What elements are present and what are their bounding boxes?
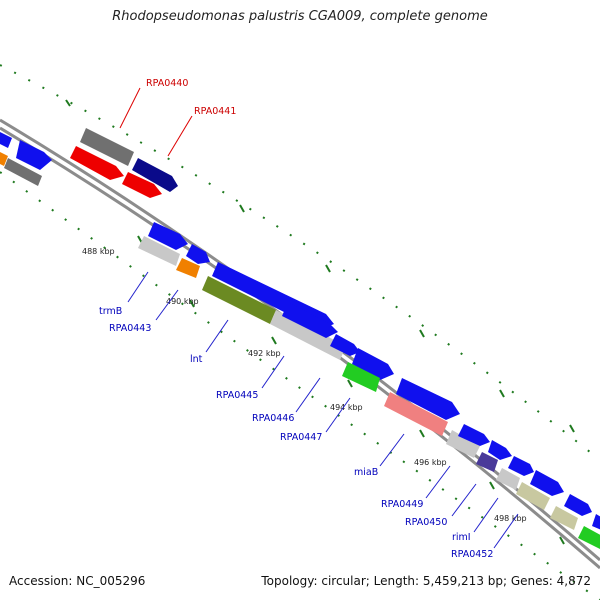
outer-tick-ring bbox=[0, 64, 600, 461]
gene-block-trmB bbox=[138, 236, 180, 266]
gene-arrow-trmB bbox=[148, 222, 188, 250]
gene-block-miaB bbox=[384, 392, 448, 436]
kbp-label: 490 kbp bbox=[166, 297, 199, 306]
gene-features[interactable] bbox=[0, 128, 600, 552]
gene-block bbox=[0, 152, 8, 166]
label-leader-lines bbox=[119, 87, 519, 549]
inner-tick-ring bbox=[0, 171, 600, 600]
gene-arrow bbox=[564, 494, 592, 516]
accession-text: Accession: NC_005296 bbox=[9, 574, 146, 588]
gene-label-rimI[interactable]: rimI bbox=[452, 532, 471, 543]
gene-arrow-rpa0446 bbox=[330, 334, 360, 356]
gene-arrow bbox=[0, 132, 12, 148]
gene-label-rpa0440[interactable]: RPA0440 bbox=[146, 78, 188, 89]
gene-arrow bbox=[16, 140, 52, 170]
gene-block bbox=[578, 526, 600, 549]
gene-label-rpa0446[interactable]: RPA0446 bbox=[252, 413, 294, 424]
gene-arrow-rpa0441 bbox=[132, 158, 178, 192]
gene-arrow bbox=[530, 470, 564, 496]
gene-block-rpa0452 bbox=[550, 506, 578, 530]
gene-label-trmB[interactable]: trmB bbox=[99, 306, 122, 317]
gene-label-rpa0445[interactable]: RPA0445 bbox=[216, 390, 258, 401]
gene-arrow bbox=[592, 514, 600, 530]
gene-arrow-rpa0449 bbox=[458, 424, 490, 446]
gene-arrow bbox=[186, 244, 210, 264]
gene-label-miaB[interactable]: miaB bbox=[354, 467, 378, 478]
gene-label-rpa0450[interactable]: RPA0450 bbox=[405, 517, 447, 528]
gene-arrow bbox=[508, 456, 534, 476]
gene-label-rpa0443[interactable]: RPA0443 bbox=[109, 323, 151, 334]
map-title: Rhodopseudomonas palustris CGA009, compl… bbox=[112, 9, 488, 24]
gene-block-rpa0445 bbox=[270, 310, 346, 360]
backbone-inner bbox=[0, 126, 600, 570]
gene-arrow-miaB bbox=[396, 378, 460, 420]
gene-block bbox=[4, 158, 42, 186]
kbp-label: 492 kbp bbox=[248, 349, 281, 358]
kbp-label: 494 kbp bbox=[330, 403, 363, 412]
gene-block-rpa0450 bbox=[476, 452, 498, 472]
gene-label-rpa0441[interactable]: RPA0441 bbox=[194, 106, 236, 117]
gene-label-rpa0447[interactable]: RPA0447 bbox=[280, 432, 322, 443]
backbone-outer bbox=[0, 118, 600, 562]
gene-label-rpa0452[interactable]: RPA0452 bbox=[451, 549, 493, 560]
gene-block-lnt bbox=[202, 276, 276, 324]
gene-arrow bbox=[488, 440, 512, 460]
kbp-label: 488 kbp bbox=[82, 247, 115, 256]
gene-arrow-rpa0441-red bbox=[122, 172, 162, 198]
topology-summary: Topology: circular; Length: 5,459,213 bp… bbox=[261, 574, 591, 588]
gene-label-lnt[interactable]: lnt bbox=[190, 354, 203, 365]
gene-block-rimI bbox=[496, 468, 520, 490]
gene-block-rimI bbox=[516, 482, 550, 510]
gene-label-rpa0449[interactable]: RPA0449 bbox=[381, 499, 423, 510]
major-ticks bbox=[65, 99, 575, 545]
gene-block-rpa0440 bbox=[80, 128, 134, 166]
gene-block-rpa0449 bbox=[446, 430, 480, 458]
gene-arrow-rpa0440 bbox=[70, 146, 124, 180]
gene-arrow-rpa0445 bbox=[282, 302, 338, 338]
gene-arrow-rpa0447 bbox=[352, 348, 394, 380]
gene-block-rpa0443 bbox=[176, 258, 200, 278]
kbp-label: 496 kbp bbox=[414, 458, 447, 467]
kbp-label: 498 kbp bbox=[494, 514, 527, 523]
gene-block-rpa0447 bbox=[342, 362, 380, 392]
